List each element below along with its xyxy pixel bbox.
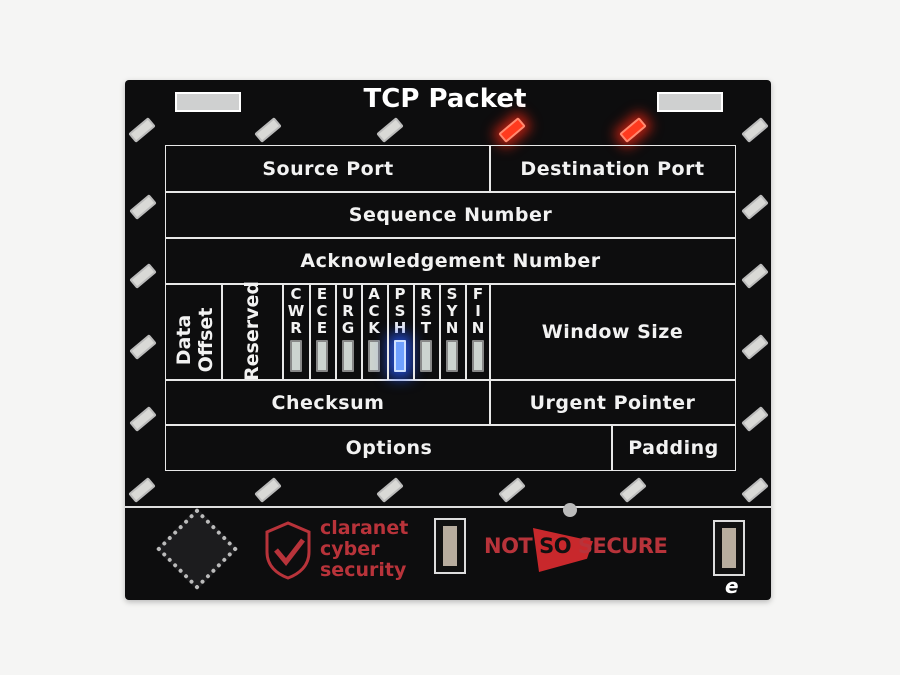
top-left-pad [175, 92, 241, 112]
mounting-screw [563, 503, 577, 517]
field-padding: Padding [611, 424, 736, 471]
field-checksum: Checksum [165, 379, 491, 426]
flag-divider [335, 284, 337, 380]
switch-left[interactable] [434, 518, 466, 574]
notsosecure-logo: NOT SO SECURE [484, 534, 668, 558]
flag-led [446, 340, 458, 372]
field-destination-port: Destination Port [489, 145, 736, 193]
field-acknowledgement-number: Acknowledgement Number [165, 237, 736, 285]
flag-divider [361, 284, 363, 380]
field-data-offset [165, 283, 223, 381]
field-source-port: Source Port [165, 145, 491, 193]
flag-led [290, 340, 302, 372]
reserved-label: Reserved [241, 281, 263, 381]
flag-divider [465, 284, 467, 380]
flag-led [368, 340, 380, 372]
field-reserved [221, 283, 284, 381]
switch-right[interactable] [713, 520, 745, 576]
field-options: Options [165, 424, 613, 471]
flag-divider [439, 284, 441, 380]
field-sequence-number: Sequence Number [165, 191, 736, 239]
flag-led [342, 340, 354, 372]
flag-divider [413, 284, 415, 380]
flag-led [394, 340, 406, 372]
divider-line [125, 506, 771, 508]
flag-led [420, 340, 432, 372]
top-right-pad [657, 92, 723, 112]
flag-divider [387, 284, 389, 380]
shield-check-icon [265, 521, 311, 580]
flag-led [472, 340, 484, 372]
field-window-size: Window Size [489, 283, 736, 381]
board-title: TCP Packet [363, 84, 527, 114]
maker-mark: e [725, 574, 739, 598]
field-flags [282, 283, 491, 381]
flag-divider [309, 284, 311, 380]
flag-led [316, 340, 328, 372]
field-urgent-pointer: Urgent Pointer [489, 379, 736, 426]
